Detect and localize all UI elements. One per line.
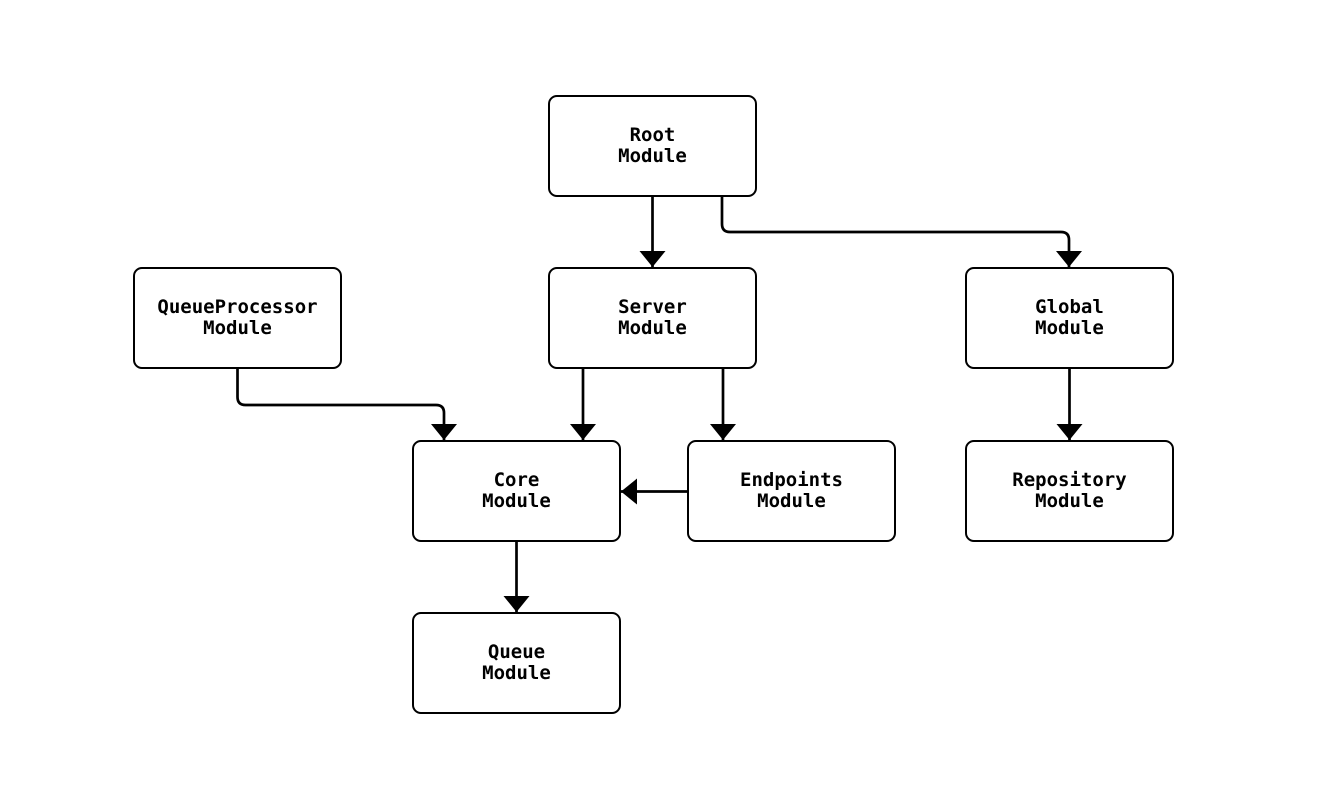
node-label-line: Module (482, 662, 551, 684)
node-label-line: Server (618, 295, 687, 318)
node-label-line: Module (618, 317, 687, 339)
node-label-line: Core (493, 468, 540, 491)
node-label-line: Module (203, 317, 272, 339)
node-label-line: Repository (1012, 468, 1127, 491)
edge-root-global (720, 197, 1082, 267)
node-label-line: Root (629, 123, 676, 146)
edge-queueprocessor-core (236, 369, 457, 440)
node-label-line: Module (1035, 317, 1104, 339)
node-label-line: Module (757, 490, 826, 512)
node-label-line: Module (1035, 490, 1104, 512)
node-label-line: Global (1035, 295, 1104, 318)
node-label-line: Module (618, 145, 687, 167)
edge-group (236, 197, 1083, 612)
node-label-line: Module (482, 490, 551, 512)
node-label-line: Queue (487, 640, 546, 663)
node-label-line: Endpoints (740, 468, 843, 491)
node-label-line: QueueProcessor (157, 295, 318, 318)
